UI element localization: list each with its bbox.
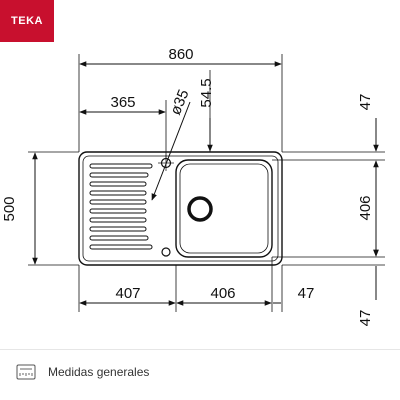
drain (187, 196, 213, 222)
dim-bowl-width: 406 (210, 285, 235, 302)
sink-outline (78, 151, 283, 266)
dim-top-margin: 47 (357, 94, 374, 111)
dim-to-center: 365 (110, 94, 135, 111)
dim-total-width: 860 (168, 46, 193, 63)
dim-drainer-width: 407 (115, 285, 140, 302)
footer-divider (0, 349, 400, 350)
ruler-icon (16, 364, 36, 380)
drainer-ribs (89, 163, 153, 250)
overflow-hole (161, 247, 171, 257)
footer: Medidas generales (16, 364, 149, 380)
dim-depth: 500 (1, 196, 18, 221)
dim-bottom-margin: 47 (357, 310, 374, 327)
dim-diameter: ø35 (167, 87, 192, 117)
dim-edge-offset: 54.5 (198, 78, 215, 107)
logo-text: TEKA (11, 15, 43, 27)
dim-bowl-depth: 406 (357, 195, 374, 220)
dim-right-margin: 47 (298, 285, 315, 302)
teka-logo: TEKA (0, 0, 54, 42)
bowl (175, 159, 273, 258)
extension-lines (28, 54, 385, 312)
dimension-lines (32, 61, 379, 306)
footer-label: Medidas generales (48, 365, 150, 379)
